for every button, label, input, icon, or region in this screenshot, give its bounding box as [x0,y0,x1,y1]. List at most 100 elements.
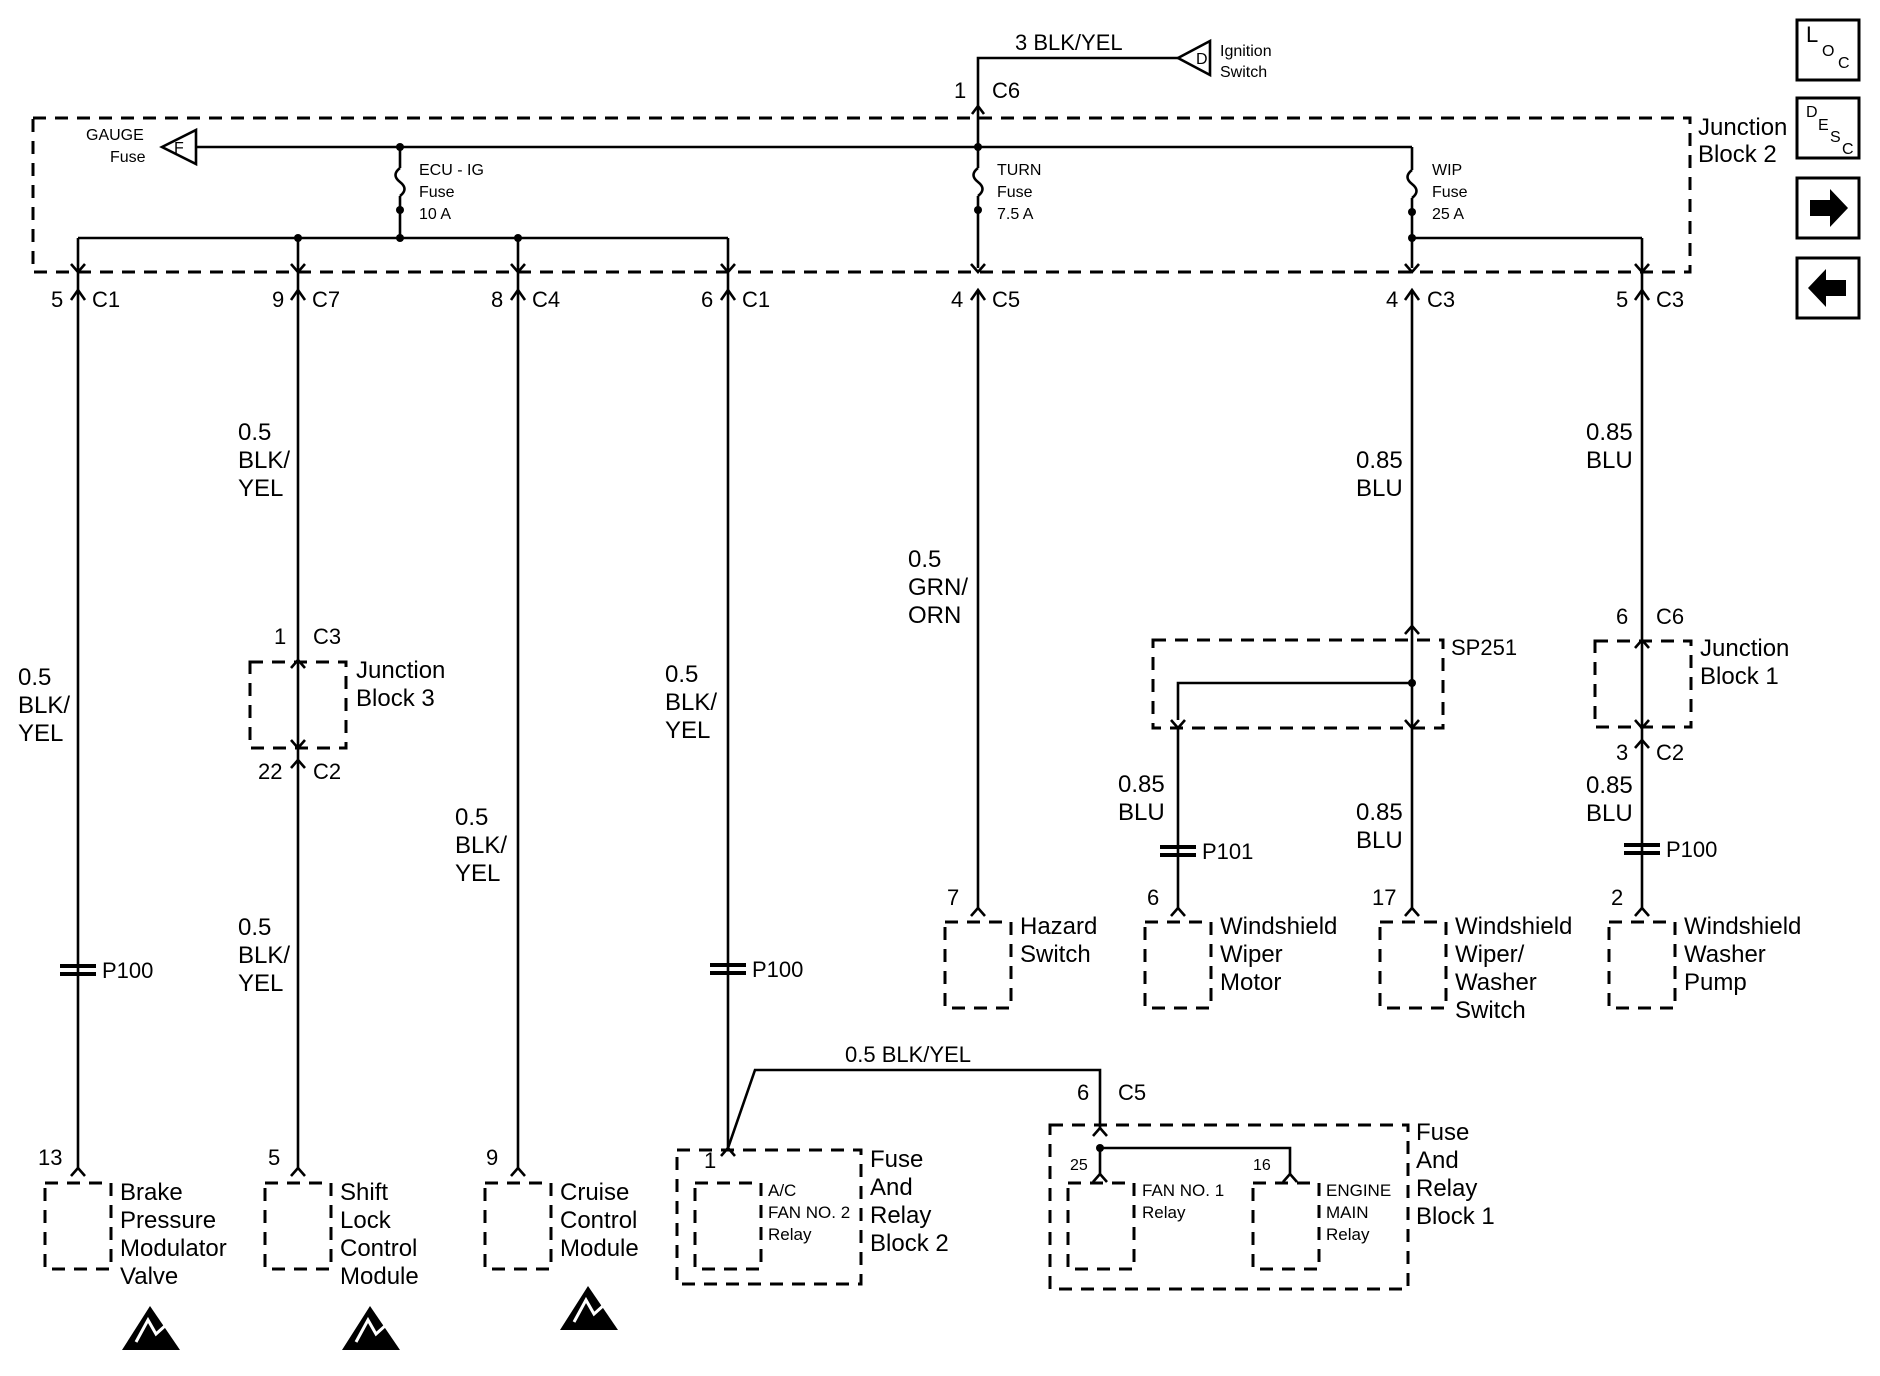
fuse-turn-label-3: 7.5 A [997,206,1034,223]
shift-label-4: Module [340,1263,419,1290]
main-pin: 16 [1253,1157,1271,1174]
ignition-feed: 3 BLK/YEL D Ignition Switch 1 C6 [954,30,1272,145]
loc-letter-3: C [1838,55,1850,72]
jb2-output-connectors: 5 C1 9 C7 8 C4 6 C1 4 C5 4 C3 5 C3 [51,238,1684,312]
cruise-label-2: Control [560,1207,637,1234]
wiper-circuit: 0.85 BLU SP251 0.85 BLU P101 0.85 BLU 6 … [1118,290,1572,1024]
gauge-fuse-label-2: Fuse [110,149,146,166]
wiper-motor-label-2: Wiper [1220,941,1283,968]
cruise-wire-color-2: YEL [455,860,500,887]
cruise-label-1: Cruise [560,1179,629,1206]
location-button[interactable]: L O C [1795,18,1861,82]
esd-warning-icon [122,1306,180,1350]
wip-upper-wire-color: BLU [1356,475,1403,502]
jb3-bottom-pin: 22 [258,759,282,784]
shift-lower-wire-gauge: 0.5 [238,914,271,941]
top-connector-name: C6 [992,78,1020,103]
splice-sp251 [1151,638,1445,730]
brake-label-3: Modulator [120,1235,227,1262]
right-arrow-icon [1810,189,1848,227]
description-button[interactable]: D E S C [1795,96,1861,160]
hazard-circuit: 0.5 GRN/ ORN 7 Hazard Switch [908,290,1097,1010]
jb3-label-2: Block 3 [356,685,435,712]
relay-block-2-pin: 1 [704,1148,716,1173]
washer-pin: 2 [1611,885,1623,910]
shift-label-3: Control [340,1235,417,1262]
wiper-motor-label-3: Motor [1220,969,1281,996]
wiper-motor-pin: 6 [1147,885,1159,910]
jb3-top-pin: 1 [274,624,286,649]
connector-2-name: C7 [312,287,340,312]
back-button[interactable] [1795,256,1861,320]
connector-3-name: C4 [532,287,560,312]
wiper-motor-wire-color: BLU [1118,799,1165,826]
left-arrow-icon [1808,269,1846,307]
jb3-label-1: Junction [356,657,445,684]
connector-4-name: C1 [742,287,770,312]
wiper-inline-connector: P101 [1202,839,1253,864]
wiper-motor-wire-gauge: 0.85 [1118,771,1165,798]
fan1-relay-label-2: Relay [1142,1203,1186,1222]
fuse-turn-label-1: TURN [997,162,1041,179]
cruise-wire-color-1: BLK/ [455,832,507,859]
junction-block-2-label-2: Block 2 [1698,141,1777,168]
ac-wire-color-2: YEL [665,717,710,744]
wip-upper-wire-gauge: 0.85 [1356,447,1403,474]
fuse-ecu-label-1: ECU - IG [419,162,484,179]
wiper-switch-pin: 17 [1372,885,1396,910]
washer-lower-wire-color: BLU [1586,800,1633,827]
esd-warning-icon [560,1286,618,1330]
gauge-fuse-label-1: GAUGE [86,127,144,144]
desc-letter-3: S [1830,129,1841,146]
brake-pin: 13 [38,1145,62,1170]
washer-inline-connector: P100 [1666,837,1717,862]
jb1-label-2: Block 1 [1700,663,1779,690]
washer-lower-wire-gauge: 0.85 [1586,772,1633,799]
relay-block-1-label-2: And [1416,1147,1459,1174]
connector-1-pin: 5 [51,287,63,312]
washer-circuit: 0.85 BLU 6 C6 Junction Block 1 3 C2 0.85… [1586,290,1801,1010]
shift-lock-circuit: 0.5 BLK/ YEL 1 C3 Junction Block 3 22 C2… [238,290,445,1350]
wiper-switch-label-4: Switch [1455,997,1526,1024]
washer-label-2: Washer [1684,941,1766,968]
ac-wire-color-1: BLK/ [665,689,717,716]
brake-wire-gauge: 0.5 [18,664,51,691]
wiper-motor-label-1: Windshield [1220,913,1337,940]
jb1-top-name: C6 [1656,604,1684,629]
fuse-wip-label-2: Fuse [1432,184,1468,201]
relay-block-1-label-1: Fuse [1416,1119,1469,1146]
relay-block-2-label-3: Relay [870,1202,931,1229]
fan1-pin: 25 [1070,1157,1088,1174]
cruise-circuit: 0.5 BLK/ YEL 9 Cruise Control Module [455,290,639,1330]
connector-2-pin: 9 [272,287,284,312]
cruise-pin: 9 [486,1145,498,1170]
relay-block-2-label-1: Fuse [870,1146,923,1173]
desc-letter-4: C [1842,141,1854,158]
connector-3-pin: 8 [491,287,503,312]
connector-6-pin: 4 [1386,287,1398,312]
wiper-switch-label-2: Wiper/ [1455,941,1525,968]
relay-block-2-label-2: And [870,1174,913,1201]
top-connector-pin: 1 [954,78,966,103]
jb1-bottom-pin: 3 [1616,740,1628,765]
ac-relay-label-2: FAN NO. 2 [768,1203,850,1222]
desc-letter-1: D [1806,104,1818,121]
brake-inline-connector: P100 [102,958,153,983]
fuse-wip-label-3: 25 A [1432,206,1464,223]
fuse-ecu-icon [394,166,406,198]
hazard-pin: 7 [947,885,959,910]
wiper-switch-wire-gauge: 0.85 [1356,799,1403,826]
esd-warning-icon [342,1306,400,1350]
forward-button[interactable] [1795,176,1861,240]
jb1-label-1: Junction [1700,635,1789,662]
fan1-relay-label-1: FAN NO. 1 [1142,1181,1224,1200]
fuse-ecu-label-2: Fuse [419,184,455,201]
jb1-bottom-name: C2 [1656,740,1684,765]
junction-block-2-label-1: Junction [1698,114,1787,141]
hazard-wire-color-1: GRN/ [908,574,968,601]
washer-upper-wire-color: BLU [1586,447,1633,474]
fuse-wip-icon [1406,168,1418,200]
wiper-switch-label-1: Windshield [1455,913,1572,940]
wiper-switch-wire-color: BLU [1356,827,1403,854]
